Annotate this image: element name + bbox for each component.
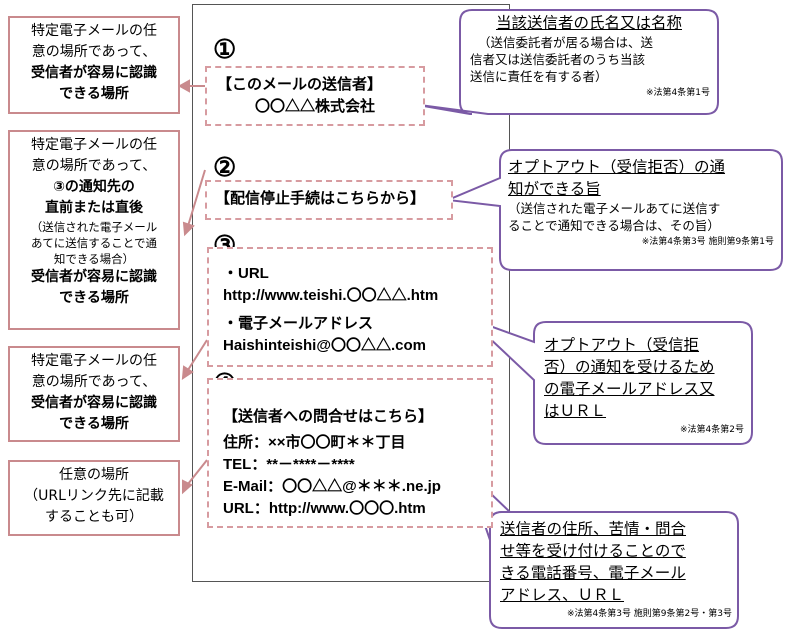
left-box-3-line4: できる場所 [59,416,129,432]
section-3-url[interactable]: http://www.teishi.〇〇△△.htm [223,287,439,304]
arrow-head-s1 [177,79,190,93]
left-box-1-line3: 受信者が容易に認識 [31,65,157,81]
left-box-4-line3: することも可） [45,509,143,525]
section-4-address: 住所：××市〇〇町＊＊丁目 [223,434,406,451]
section-4-email[interactable]: E-Mail：〇〇△△@＊＊＊.ne.jp [223,478,441,495]
section-1-line2: 〇〇△△株式会社 [254,98,375,115]
section-4-url[interactable]: URL：http://www.〇〇〇.htm [223,500,426,517]
left-box-4: 任意の場所 （URLリンク先に記載 することも可） [8,460,180,536]
section-4-line1: 【送信者への問合せはこちら】 [223,408,434,425]
left-box-2-small1: （送信された電子メール [30,220,158,234]
callout-1-sub2: 信者又は送信委託者のうち当該 [470,52,646,67]
section-3-email[interactable]: Haishinteishi@〇〇△△.com [223,337,426,354]
callout-1-title: 当該送信者の氏名又は名称 [495,14,682,32]
section-1-number: ① [213,34,237,64]
left-box-2-line2: 意の場所であって、 [31,158,157,174]
left-box-2-line5: 受信者が容易に認識 [31,269,157,285]
left-box-2-line4: 直前または直後 [45,200,143,216]
callout-2-sub2: ることで通知できる場合は、その旨） [508,218,720,233]
left-box-3: 特定電子メールの任 意の場所であって、 受信者が容易に認識 できる場所 [8,346,180,442]
section-1-box: 【このメールの送信者】 〇〇△△株式会社 [205,66,425,126]
callout-2-note: ※法第4条第3号 施則第9条第1号 [641,237,774,247]
callout-4-note: ※法第4条第3号 施則第9条第2号・第3号 [566,609,732,619]
callout-2-sub1: （送信された電子メールあてに送信す [508,201,721,216]
callout-1-sub1: （送信委託者が居る場合は、送 [478,35,654,50]
callout-4-title2: せ等を受け付けることので [500,542,686,560]
section-2-line1: 【配信停止手続はこちらから】 [215,190,426,207]
callout-3-note: ※法第4条第2号 [680,425,744,435]
left-box-1-line4: できる場所 [59,86,129,102]
left-box-2-small3: 知できる場合） [53,252,135,266]
left-box-3-line1: 特定電子メールの任 [31,353,157,369]
left-box-1-line1: 特定電子メールの任 [31,23,157,39]
callout-2-title2: 知ができる旨 [508,180,601,198]
arrow-head-s4 [182,479,193,495]
arrow-head-s3 [181,365,194,380]
left-box-3-line3: 受信者が容易に認識 [31,395,157,411]
callout-2-title1: オプトアウト（受信拒否）の通 [508,158,726,176]
callout-4-title4: アドレス、ＵＲＬ [500,586,625,604]
callout-4-title3: きる電話番号、電子メール [500,564,686,582]
callout-3-title2: 否）の通知を受けるため [544,358,715,376]
callout-3-title3: の電子メールアドレス又 [544,380,715,398]
section-1-line1: 【このメールの送信者】 [217,76,383,93]
callout-4-title1: 送信者の住所、苦情・問合 [500,520,687,538]
callout-4: 送信者の住所、苦情・問合 せ等を受け付けることので きる電話番号、電子メール ア… [500,518,732,624]
callout-3: オプトアウト（受信拒 否）の通知を受けるため の電子メールアドレス又 はＵＲＬ … [544,334,744,440]
callout-2: オプトアウト（受信拒否）の通 知ができる旨 （送信された電子メールあてに送信す … [508,156,774,266]
left-box-2-line6: できる場所 [59,290,129,306]
left-box-1: 特定電子メールの任 意の場所であって、 受信者が容易に認識 できる場所 [8,16,180,114]
left-box-2-small2: あてに送信することで通 [31,236,157,250]
left-box-1-line2: 意の場所であって、 [31,44,157,60]
callout-1-note: ※法第4条第1号 [646,88,710,98]
left-box-4-line1: 任意の場所 [59,467,129,483]
section-3-box: ・URL http://www.teishi.〇〇△△.htm ・電子メールアド… [207,247,493,367]
section-2-box: 【配信停止手続はこちらから】 [205,180,453,220]
left-box-4-line2: （URLリンク先に記載 [24,488,164,504]
section-2-number: ② [213,152,237,182]
callout-3-title1: オプトアウト（受信拒 [544,336,700,354]
section-4-box: 【送信者への問合せはこちら】 住所：××市〇〇町＊＊丁目 TEL：**－****… [207,378,493,528]
left-box-2-line1: 特定電子メールの任 [31,137,157,153]
callout-1: 当該送信者の氏名又は名称 （送信委託者が居る場合は、送 信者又は送信委託者のうち… [468,12,710,112]
callout-3-title4: はＵＲＬ [544,402,607,420]
section-3-line1: ・URL [223,265,269,282]
left-box-2-line3: ③の通知先の [53,179,135,195]
left-box-2: 特定電子メールの任 意の場所であって、 ③の通知先の 直前または直後 （送信され… [8,130,180,330]
left-box-3-line2: 意の場所であって、 [31,374,157,390]
section-3-line3: ・電子メールアドレス [223,315,374,332]
callout-1-sub3: 送信に責任を有する者） [470,69,608,84]
section-4-tel: TEL：**－****－**** [223,456,355,473]
